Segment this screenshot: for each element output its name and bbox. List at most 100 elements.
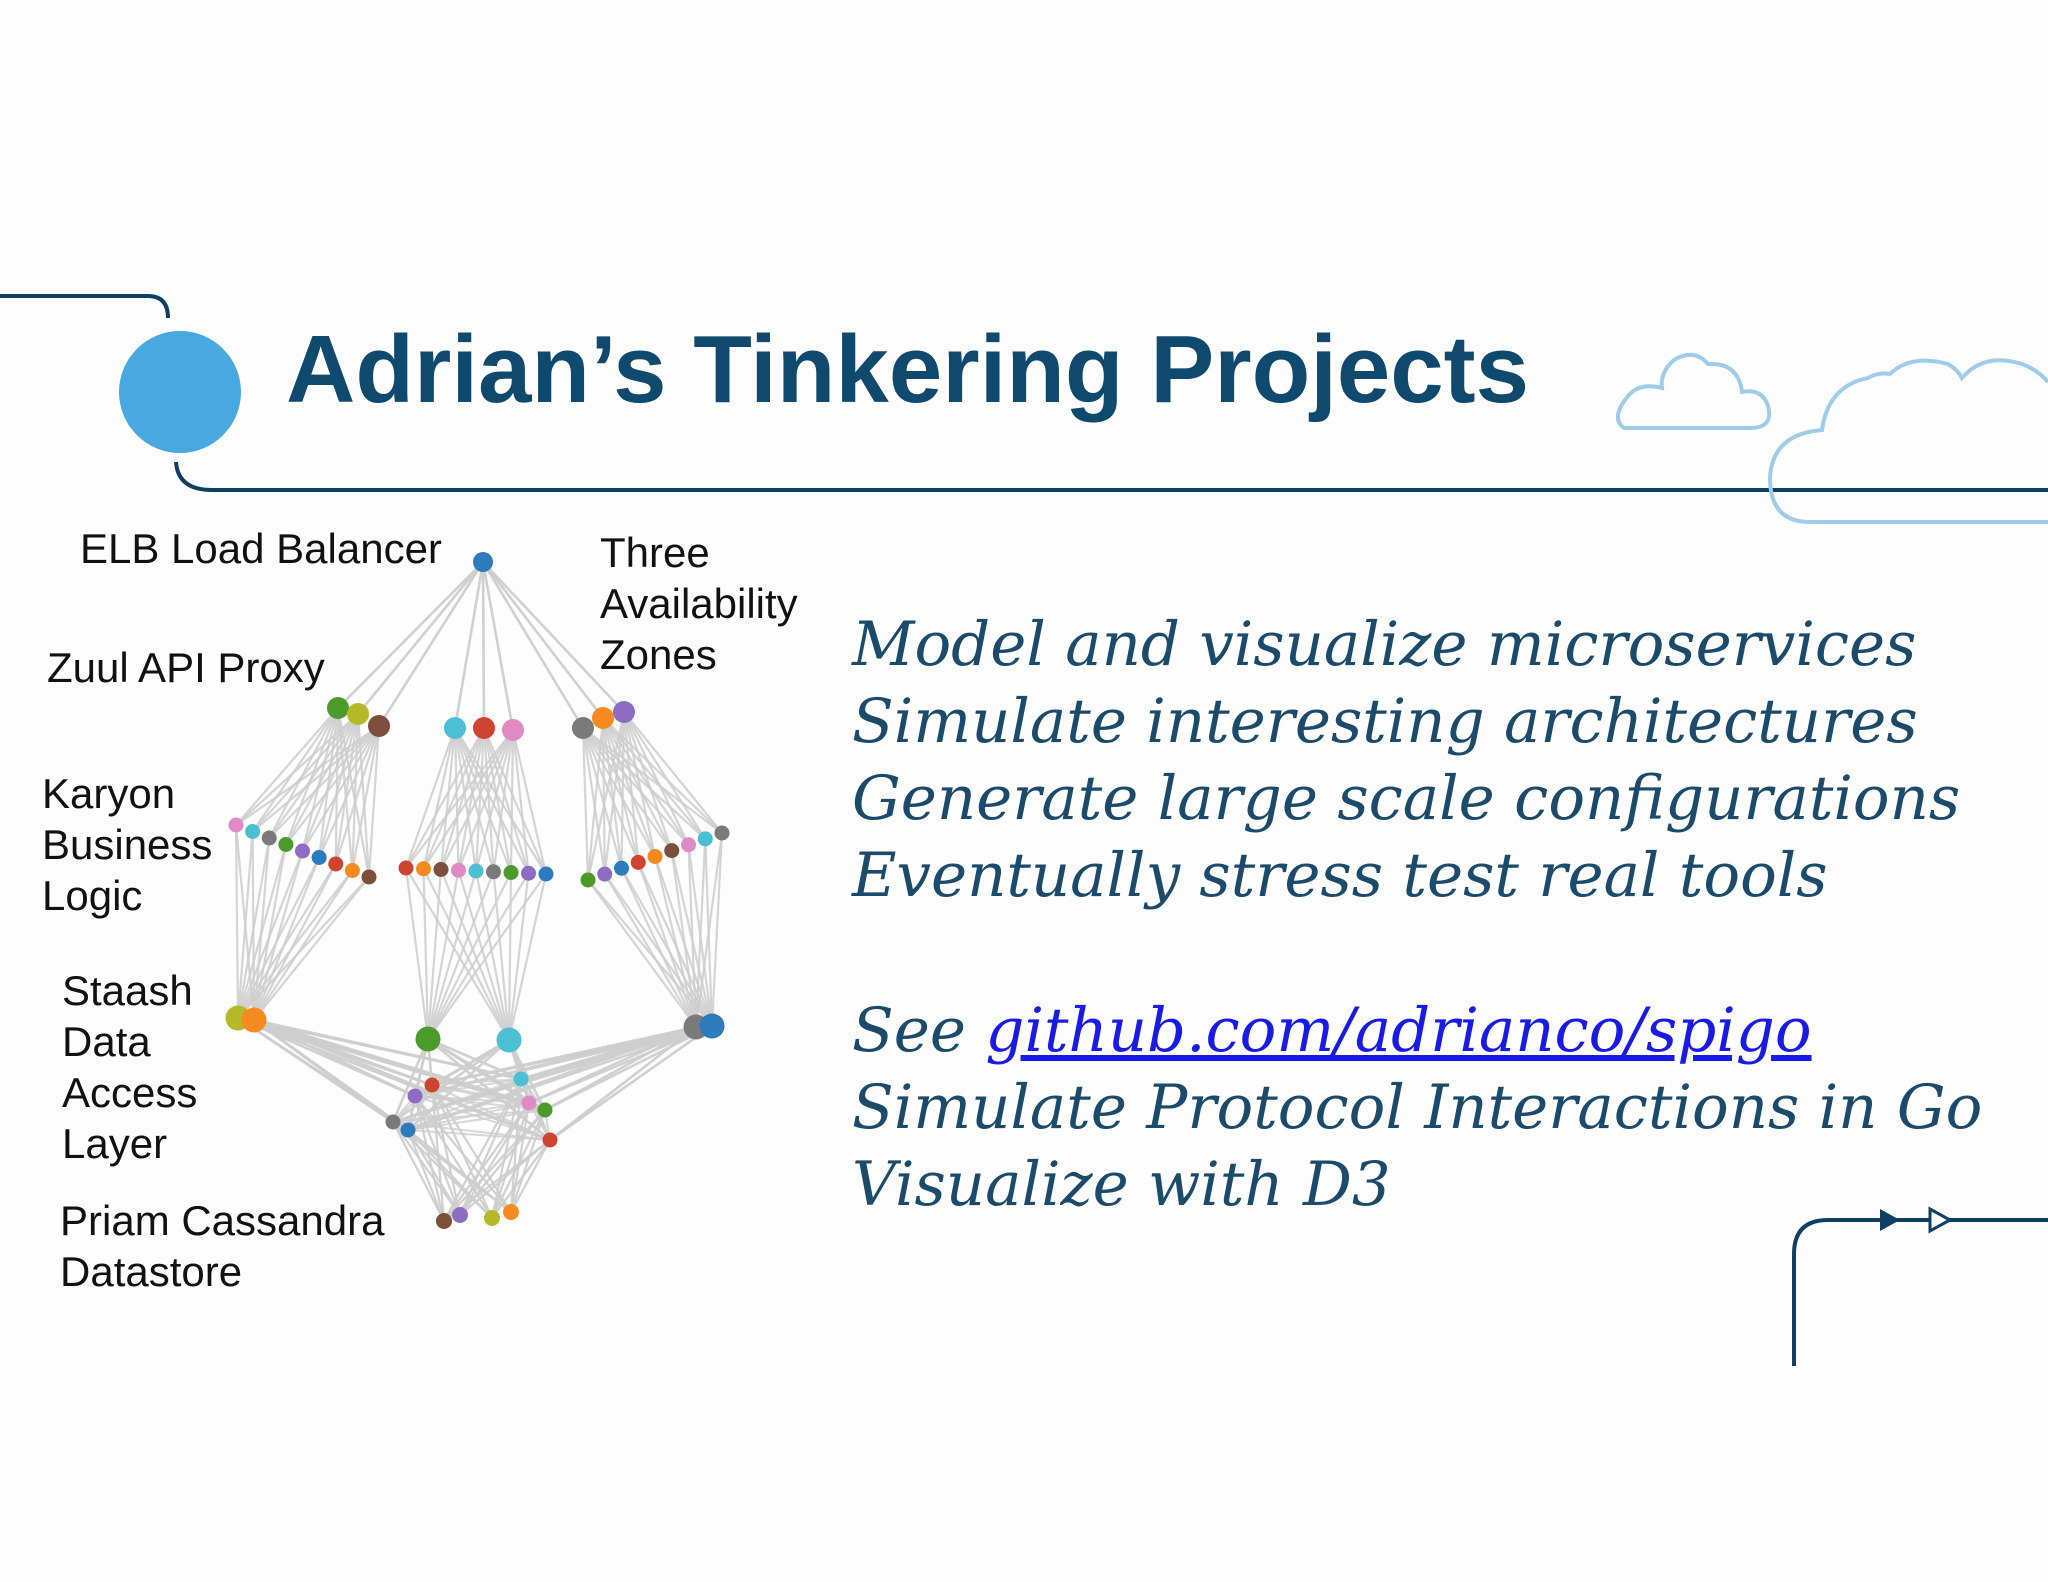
graph-edge xyxy=(490,1102,531,1219)
graph-edge xyxy=(453,727,495,873)
zuul-node xyxy=(368,715,390,737)
graph-edge xyxy=(367,725,381,878)
graph-edge xyxy=(431,1024,713,1087)
staash-node xyxy=(496,1027,522,1053)
zuul-node xyxy=(592,707,614,729)
graph-edge xyxy=(453,727,460,871)
graph-edge xyxy=(481,561,605,719)
graph-edge xyxy=(439,869,511,1041)
graph-edge xyxy=(237,869,354,1019)
zuul-node xyxy=(347,703,369,725)
graph-edge xyxy=(405,727,485,869)
graph-edge xyxy=(443,1109,546,1222)
karyon-node xyxy=(361,869,377,885)
graph-edge xyxy=(474,870,511,1041)
graph-edge xyxy=(407,1129,551,1141)
karyon-node xyxy=(630,854,646,870)
spigo-repo-link[interactable]: github.com/adrianco/spigo xyxy=(985,995,1812,1066)
graph-edge xyxy=(622,711,640,863)
graph-edge xyxy=(405,729,514,869)
zuul-node xyxy=(444,717,466,739)
bullet-4: Eventually stress test real tools xyxy=(852,840,1828,911)
graph-edge xyxy=(710,832,724,1027)
graph-edge xyxy=(377,561,485,727)
graph-edge xyxy=(430,1084,462,1216)
graph-edge xyxy=(431,1078,522,1086)
graph-edge xyxy=(509,1109,547,1213)
graph-edge xyxy=(453,727,513,873)
detail-2: Visualize with D3 xyxy=(852,1149,1391,1220)
graph-edge xyxy=(252,857,321,1021)
graph-edge xyxy=(334,713,360,865)
karyon-node xyxy=(328,856,344,872)
karyon-node xyxy=(295,843,310,859)
graph-edge xyxy=(492,871,511,1041)
graph-edge xyxy=(492,729,515,872)
graph-edge xyxy=(268,725,380,839)
graph-edge xyxy=(439,727,486,870)
staash-node xyxy=(241,1007,267,1033)
graph-edge xyxy=(510,1139,551,1213)
detail-1: Simulate Protocol Interactions in Go xyxy=(852,1072,1983,1143)
zuul-node xyxy=(502,719,524,741)
karyon-node xyxy=(503,865,519,880)
graph-edge xyxy=(422,868,510,1041)
karyon-node xyxy=(451,862,466,878)
cassandra-node xyxy=(542,1132,558,1148)
graph-edge xyxy=(301,707,340,852)
karyon-node xyxy=(245,824,261,839)
graph-edge xyxy=(581,727,606,875)
elb-label-line: ELB Load Balancer xyxy=(80,525,442,572)
bullet-2: Simulate interesting architectures xyxy=(852,686,1918,757)
karyon-node xyxy=(697,831,713,847)
priam-label-line-1: Priam Cassandra xyxy=(60,1197,385,1244)
karyon-node xyxy=(468,863,484,879)
graph-edge xyxy=(426,870,460,1040)
graph-edge xyxy=(426,870,478,1040)
karyon-label: Karyon Business Logic xyxy=(42,768,212,921)
top-left-bracket-line xyxy=(0,294,170,319)
graph-edge xyxy=(407,1129,493,1219)
graph-edge xyxy=(426,869,443,1040)
graph-edge xyxy=(392,1078,522,1123)
graph-edge xyxy=(474,727,486,872)
bullet-3: Generate large scale configurations xyxy=(852,763,1961,834)
graph-edge xyxy=(587,879,713,1027)
cassandra-node xyxy=(385,1114,401,1130)
graph-edge xyxy=(482,727,530,874)
graph-edge xyxy=(622,711,657,857)
graph-edge xyxy=(623,711,707,840)
graph-edge xyxy=(251,713,359,833)
graph-edge xyxy=(694,832,724,1028)
cassandra-node xyxy=(521,1095,537,1111)
graph-edge xyxy=(253,869,354,1021)
graph-edge xyxy=(301,713,360,852)
priam-node xyxy=(484,1210,500,1226)
graph-edge xyxy=(237,876,370,1019)
see-prefix: See xyxy=(852,995,986,1066)
staash-label-line-1: Staash xyxy=(62,967,193,1014)
graph-edge xyxy=(236,837,271,1019)
cloud-large-icon xyxy=(1767,358,2048,524)
karyon-node xyxy=(398,860,414,876)
graph-edge xyxy=(443,1102,530,1222)
graph-edge xyxy=(440,729,514,871)
graph-edge xyxy=(251,725,380,833)
graph-edge xyxy=(687,844,698,1028)
graph-edge xyxy=(253,1018,416,1098)
graph-edge xyxy=(351,725,381,871)
karyon-node xyxy=(714,825,730,841)
graph-edge xyxy=(422,868,430,1040)
graph-edge xyxy=(253,1018,409,1132)
priam-node xyxy=(503,1204,519,1220)
staash-label: Staash Data Access Layer xyxy=(62,965,197,1169)
graph-edge xyxy=(301,725,380,852)
graph-edge xyxy=(581,727,640,863)
graph-edge xyxy=(253,876,370,1021)
karyon-node xyxy=(681,837,696,853)
graph-edge xyxy=(334,725,381,865)
karyon-node xyxy=(538,866,554,882)
graph-edge xyxy=(427,872,512,1040)
